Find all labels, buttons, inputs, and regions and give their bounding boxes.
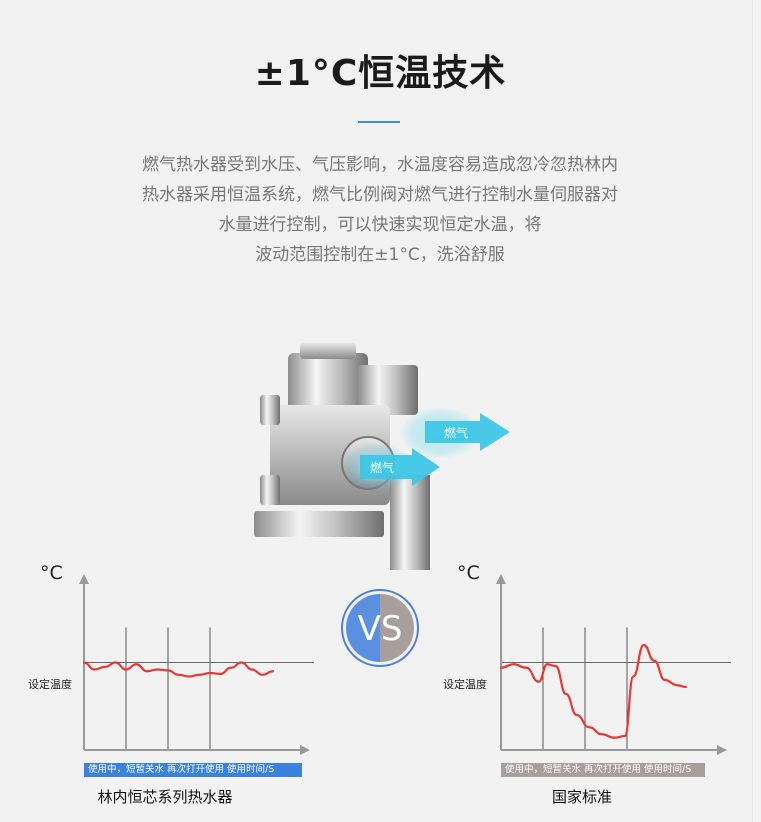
chart-title: 林内恒芯系列热水器 (97, 788, 233, 806)
description-line-2: 热水器采用恒温系统，燃气比例阀对燃气进行控制水量伺服器对 (142, 185, 618, 205)
y-axis-arrow (496, 574, 506, 584)
y-axis-unit: °C (457, 562, 480, 584)
valve-screw-2 (260, 475, 280, 505)
chart-rinnai-plot (79, 574, 314, 755)
y-axis-unit: °C (40, 562, 63, 584)
y-tick-set-temperature: 设定温度 (443, 678, 487, 691)
title-underline (358, 121, 400, 123)
y-tick-set-temperature: 设定温度 (28, 678, 72, 691)
description: 燃气热水器受到水压、气压影响，水温度容易造成忽冷忽热林内 热水器采用恒温系统，燃… (90, 150, 670, 270)
valve-base-plate (254, 511, 384, 537)
valve-pipe (390, 475, 430, 570)
valve-side-block (358, 365, 418, 415)
gas-arrow-label-1: 燃气 (444, 425, 468, 440)
vs-badge: VS (340, 588, 420, 668)
vs-text: VS (358, 609, 403, 649)
x-axis-arrow (717, 745, 727, 755)
valve-actuator (288, 353, 368, 413)
vs-badge-svg: VS (341, 589, 419, 667)
vs-right-half (380, 594, 414, 662)
description-line-1: 燃气热水器受到水压、气压影响，水温度容易造成忽冷忽热林内 (142, 155, 618, 175)
y-axis-arrow (79, 574, 89, 584)
valve-screw-1 (260, 395, 280, 425)
page-title: ±1°C恒温技术 (254, 53, 507, 94)
description-line-3: 水量进行控制，可以快速实现恒定水温，将 (218, 215, 542, 235)
chart-title: 国家标准 (551, 788, 612, 806)
x-axis-caption: 使用中，短暂关水 再次打开使用 使用时间/S (501, 763, 705, 777)
x-axis-caption: 使用中，短暂关水 再次打开使用 使用时间/S (84, 763, 302, 777)
gas-valve-svg: 燃气 燃气 (254, 343, 510, 570)
series-line-1 (82, 661, 275, 678)
gas-valve-illustration: 燃气 燃气 (240, 335, 540, 570)
gas-arrow-1 (425, 413, 510, 451)
vs-left-half (346, 594, 380, 662)
description-line-4: 波动范围控制在±1°C，洗浴舒服 (255, 245, 505, 265)
chart-rinnai: °C 设定温度 使用中，短暂关水 再次打开使用 使用时间/S 林内恒芯系列热水器 (20, 560, 330, 806)
page-edge-line (752, 0, 753, 822)
gas-arrow-2 (360, 448, 440, 486)
chart-national-standard: °C 设定温度 使用中，短暂关水 再次打开使用 使用时间/S 国家标准 (437, 560, 747, 806)
chart-national-plot (496, 574, 731, 755)
gas-arrow-label-2: 燃气 (370, 460, 394, 475)
vs-ring (341, 589, 419, 667)
valve-cap (300, 343, 356, 359)
series-line-1 (499, 643, 687, 739)
x-axis-arrow (300, 745, 310, 755)
